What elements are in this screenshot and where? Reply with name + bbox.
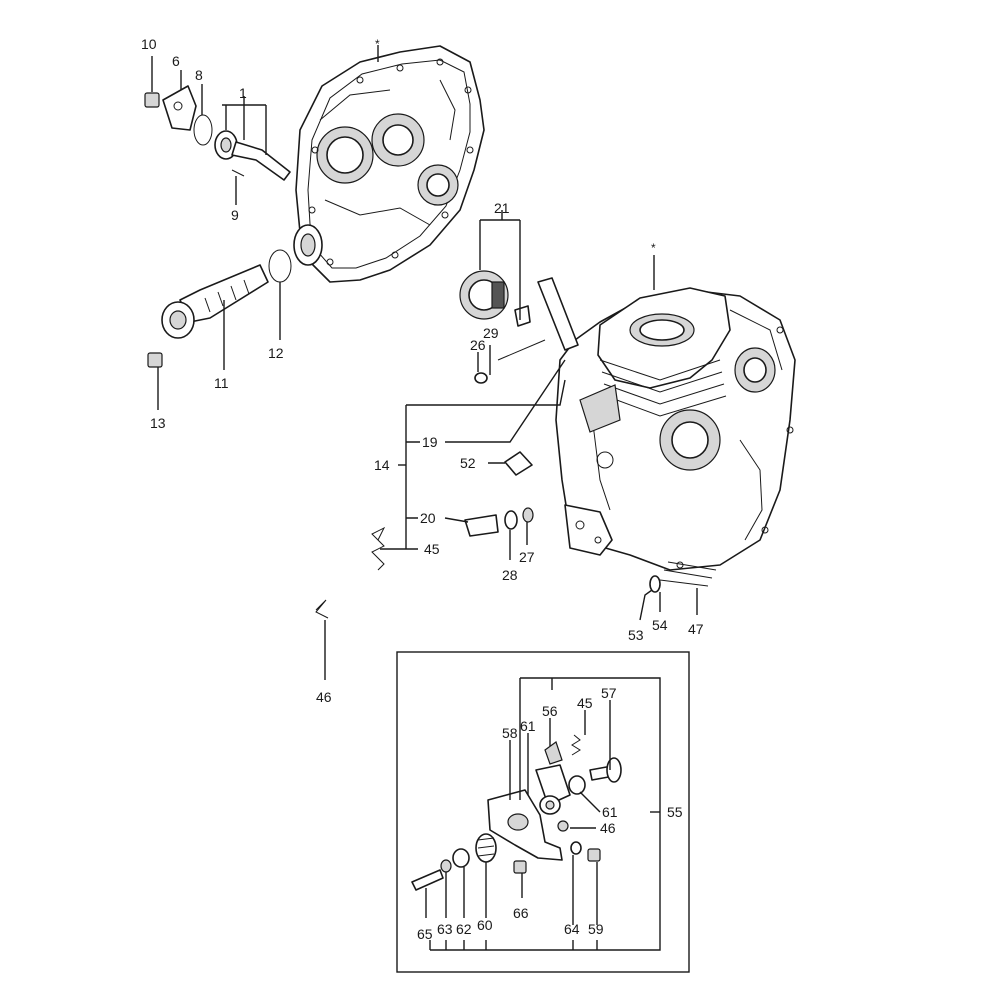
bolt-66 [513,860,527,874]
knob-56 [544,741,563,765]
washer-61b [568,775,586,795]
label-27: 27 [519,549,535,565]
plate-6 [162,85,197,131]
nut-52 [504,451,533,476]
label-11: 11 [214,375,229,391]
spring-46b [557,820,569,832]
lever-19 [537,277,579,351]
label-45: 45 [424,541,440,557]
part-labels: * * 10 6 8 1 9 12 11 13 21 29 26 19 14 5… [141,36,704,942]
label-55: 55 [667,804,683,820]
label-20: 20 [420,510,436,526]
label-65: 65 [417,926,433,942]
label-58: 58 [502,725,518,741]
spring-45b [571,734,581,756]
label-14: 14 [374,457,390,473]
label-56: 56 [542,703,558,719]
washer-53 [649,575,661,593]
label-9: 9 [231,207,239,223]
marker-star-block: * [651,241,656,255]
label-46-inset: 46 [600,820,616,836]
label-19: 19 [422,434,438,450]
seal-27 [522,507,534,523]
gear-case-cover [293,45,485,283]
label-54: 54 [652,617,668,633]
bolt-65 [411,869,444,891]
label-13: 13 [150,415,166,431]
label-53: 53 [628,627,644,643]
label-8: 8 [195,67,203,83]
bolt-59 [587,848,601,862]
lever-20 [464,514,499,537]
oil-filter-assembly [147,249,292,368]
o-ring-8 [193,114,213,146]
label-60: 60 [477,917,493,933]
nut-63 [440,859,452,873]
bolt-57 [606,757,622,783]
bolt-10 [144,92,160,108]
label-29: 29 [483,325,499,341]
washer-62 [452,848,470,868]
label-61-right: 61 [602,804,618,820]
label-28: 28 [502,567,518,583]
label-12: 12 [268,345,284,361]
label-26: 26 [470,337,486,353]
pin-9 [231,169,245,177]
cylinder-block [555,287,796,571]
governor-lever-assembly [411,734,622,891]
washer-28 [504,510,518,530]
label-52: 52 [460,455,476,471]
shaft-1 [231,141,291,181]
inset-leader-lines [425,677,661,951]
governor-shaft-assembly [144,85,291,181]
label-57: 57 [601,685,617,701]
plate-61 [535,764,571,806]
label-59: 59 [588,921,604,937]
inset-frame [396,651,690,973]
label-10: 10 [141,36,157,52]
marker-star-cover: * [375,37,380,51]
label-46: 46 [316,689,332,705]
spring-46 [315,599,329,619]
label-1: 1 [239,85,247,101]
label-63: 63 [437,921,453,937]
label-47: 47 [688,621,704,637]
label-61: 61 [520,718,536,734]
label-66: 66 [513,905,529,921]
label-62: 62 [456,921,472,937]
bolt-13 [147,352,163,368]
spring-45 [371,526,386,571]
label-6: 6 [172,53,180,69]
governor-gear-assembly [315,270,717,619]
o-ring-12 [268,249,292,283]
spring-47 [659,561,717,587]
label-64: 64 [564,921,580,937]
label-21: 21 [494,200,510,216]
label-45-inset: 45 [577,695,593,711]
leader-lines [151,45,698,680]
